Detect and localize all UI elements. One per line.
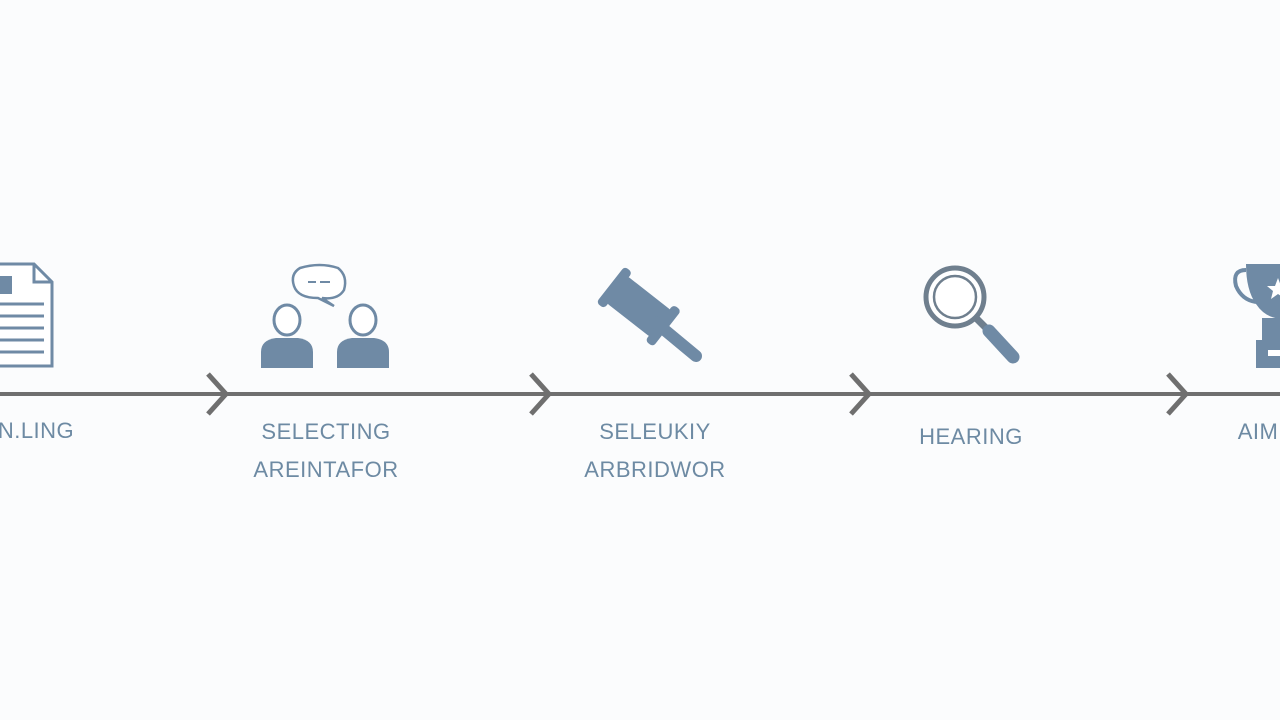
arrow-chevron-icon	[1166, 372, 1189, 416]
arrow-chevron-icon	[849, 372, 872, 416]
step-label-2: SELECTING AREINTAFOR	[253, 413, 398, 489]
arrow-chevron-icon	[529, 372, 552, 416]
step-label-1: N.LING	[0, 412, 74, 450]
step-label-line: ARBRIDWOR	[584, 457, 726, 482]
gavel-icon	[597, 267, 702, 362]
step-label-3: SELEUKIY ARBRIDWOR	[584, 413, 725, 489]
step-label-line: HEARING	[919, 424, 1023, 449]
step-label-line: SELEUKIY	[599, 419, 711, 444]
step-label-4: HEARING	[919, 418, 1023, 456]
step-label-line: AIM	[1237, 419, 1279, 444]
magnifier-icon	[923, 265, 1020, 364]
step-label-line: N.LING	[0, 418, 75, 443]
step-label-5: AIM	[1238, 413, 1279, 451]
step-label-line: AREINTAFOR	[253, 457, 399, 482]
document-icon	[0, 262, 54, 368]
trophy-icon	[1233, 264, 1280, 368]
arrow-chevron-icon	[206, 372, 229, 416]
people-discussion-icon	[261, 263, 389, 368]
step-label-line: SELECTING	[261, 419, 391, 444]
